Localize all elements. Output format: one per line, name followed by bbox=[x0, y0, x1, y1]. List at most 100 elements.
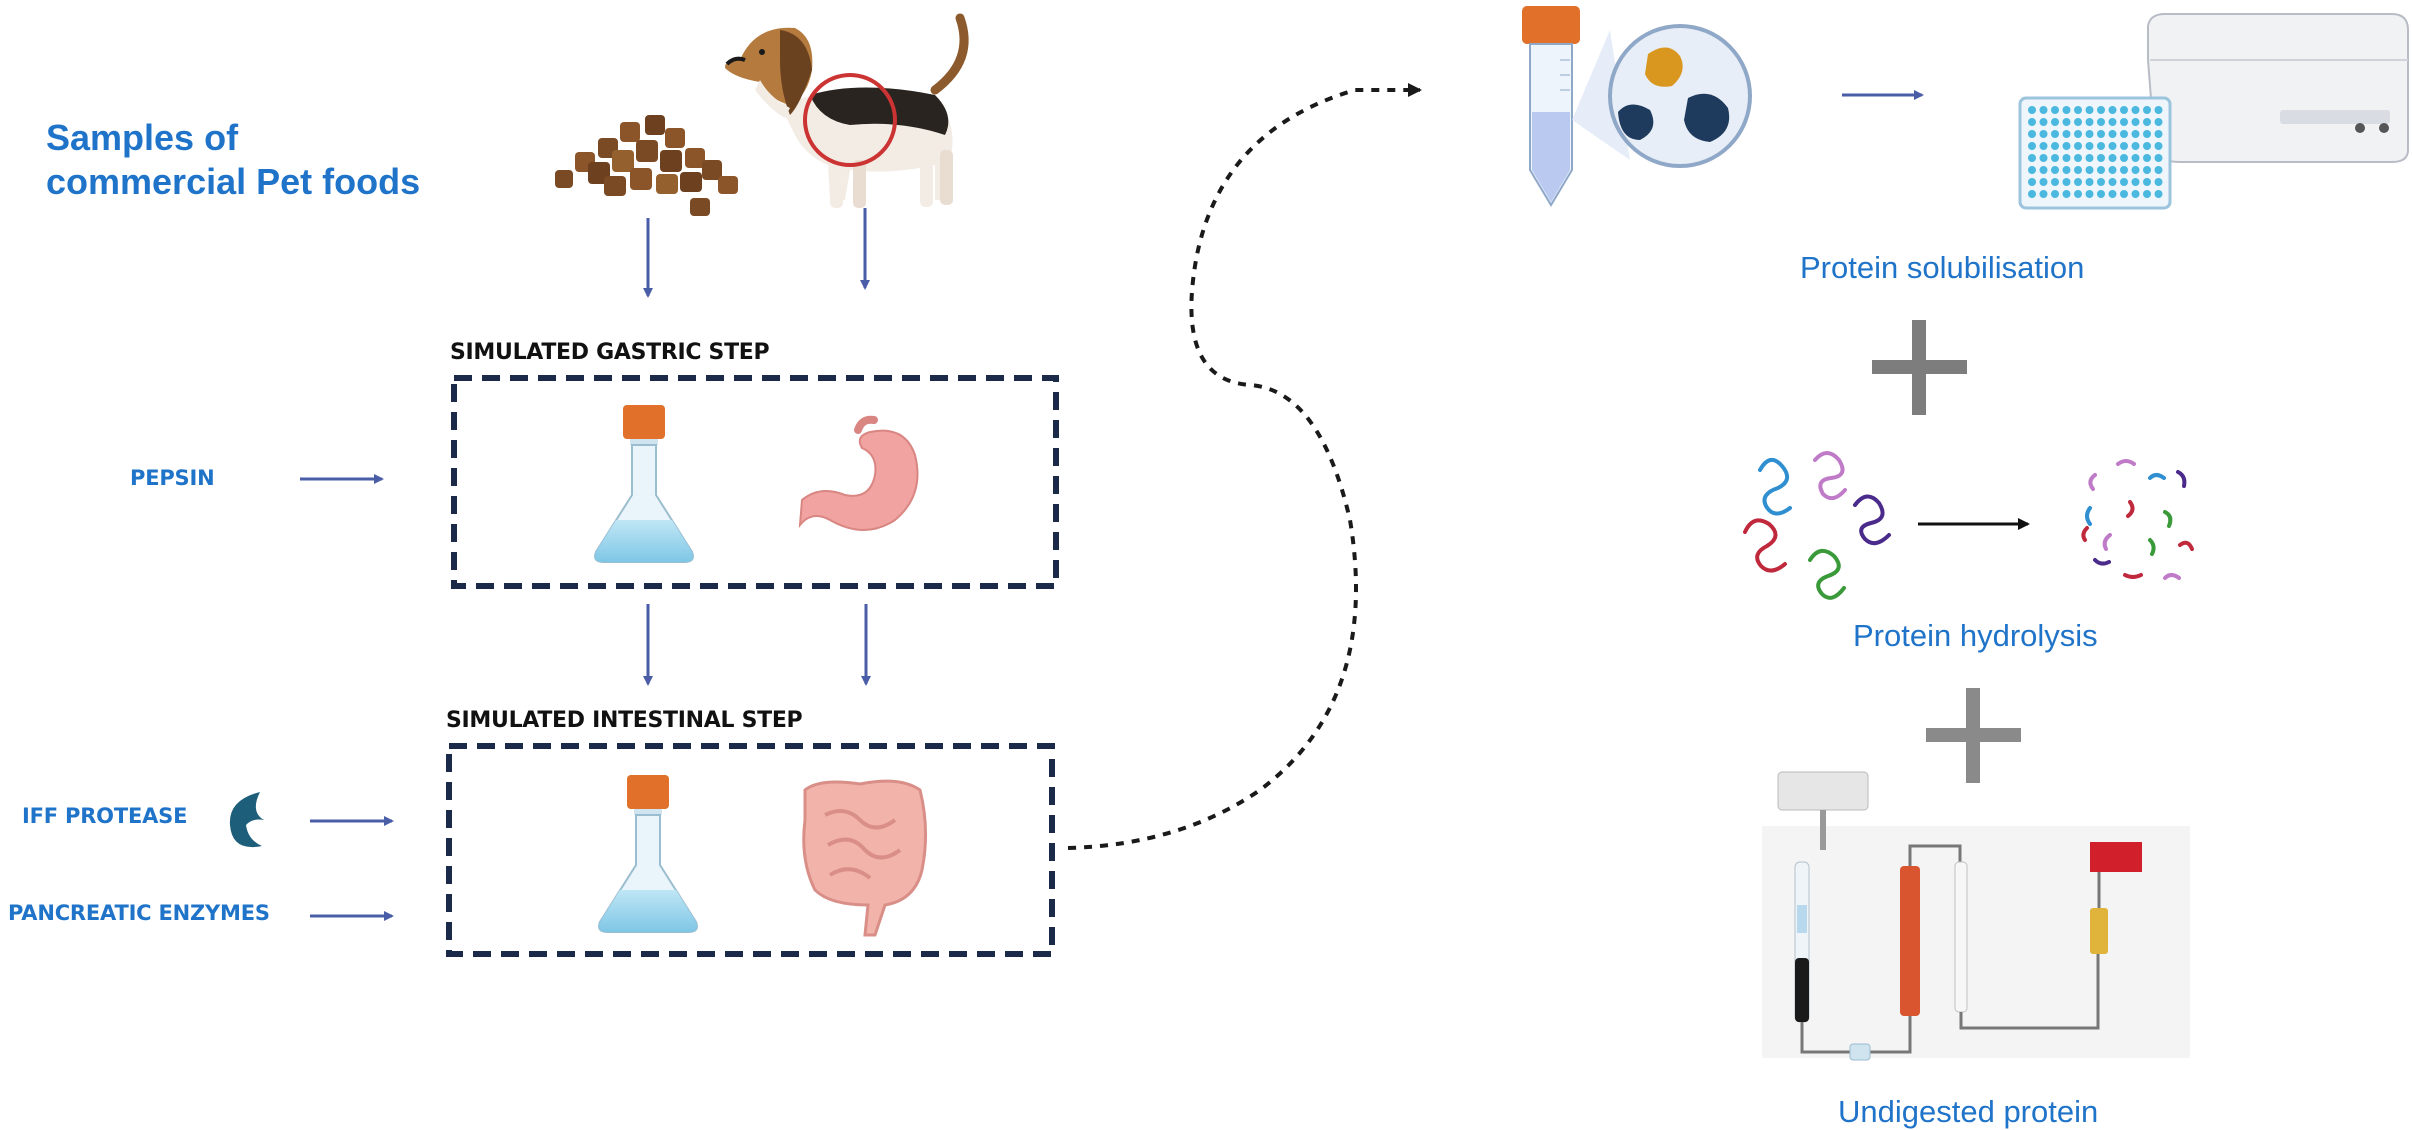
microplate-well bbox=[2143, 154, 2151, 162]
microplate-well bbox=[2039, 130, 2048, 138]
microplate-well bbox=[2097, 130, 2105, 138]
microplate-well bbox=[2097, 178, 2105, 186]
microplate-well bbox=[2051, 190, 2059, 198]
microplate-well bbox=[2108, 166, 2117, 174]
microplate-well bbox=[2120, 178, 2128, 186]
microplate-well bbox=[2143, 142, 2151, 150]
microplate-well bbox=[2074, 178, 2082, 186]
peptide-fragments-icon bbox=[2081, 459, 2194, 580]
microplate-well bbox=[2028, 178, 2036, 186]
microplate-well bbox=[2131, 130, 2140, 138]
microplate-well bbox=[2154, 190, 2163, 198]
title-line-2: commercial Pet foods bbox=[46, 161, 421, 202]
microplate-well bbox=[2143, 118, 2151, 126]
microplate-well bbox=[2120, 190, 2128, 198]
microplate-well bbox=[2074, 142, 2082, 150]
microplate-well bbox=[2097, 118, 2105, 126]
microplate-well bbox=[2062, 142, 2071, 150]
microplate-well bbox=[2097, 190, 2105, 198]
microplate-well bbox=[2120, 154, 2128, 162]
plus-icon bbox=[1926, 688, 2021, 783]
intestinal-step-box bbox=[446, 743, 1055, 957]
microplate-well bbox=[2039, 178, 2048, 186]
microplate-well bbox=[2097, 142, 2105, 150]
microplate-well bbox=[2108, 154, 2117, 162]
microplate-well bbox=[2062, 130, 2071, 138]
microplate-well bbox=[2028, 142, 2036, 150]
microplate-well bbox=[2108, 118, 2117, 126]
microplate-well bbox=[2120, 142, 2128, 150]
microplate-well bbox=[2028, 118, 2036, 126]
microplate-well bbox=[2085, 106, 2094, 114]
microplate-well bbox=[2154, 154, 2163, 162]
plate-reader-icon bbox=[2018, 13, 2409, 210]
microplate-well bbox=[2131, 178, 2140, 186]
microplate-well bbox=[2051, 106, 2059, 114]
microplate-well bbox=[2154, 142, 2163, 150]
microplate-well bbox=[2143, 190, 2151, 198]
flask-icon bbox=[594, 405, 694, 563]
microplate-well bbox=[2085, 178, 2094, 186]
microplate-well bbox=[2051, 166, 2059, 174]
gastric-step-label: SIMULATED GASTRIC STEP bbox=[450, 340, 770, 365]
microplate-well bbox=[2108, 190, 2117, 198]
microplate-well bbox=[2154, 178, 2163, 186]
microplate-well bbox=[2051, 154, 2059, 162]
microplate-well bbox=[2131, 118, 2140, 126]
microplate-well bbox=[2039, 190, 2048, 198]
microplate-well bbox=[2085, 154, 2094, 162]
microplate-well bbox=[2085, 190, 2094, 198]
microplate-well bbox=[2051, 130, 2059, 138]
microplate-well bbox=[2131, 190, 2140, 198]
microplate-well bbox=[2028, 130, 2036, 138]
microplate-well bbox=[2062, 178, 2071, 186]
microplate-well bbox=[2039, 154, 2048, 162]
microplate-well bbox=[2028, 166, 2036, 174]
microplate-well bbox=[2085, 130, 2094, 138]
intestinal-step-label: SIMULATED INTESTINAL STEP bbox=[446, 708, 803, 733]
microplate-well bbox=[2085, 166, 2094, 174]
diagram-title: Samples of commercial Pet foods bbox=[46, 116, 420, 204]
microplate-well bbox=[2108, 106, 2117, 114]
kibble-icon bbox=[555, 115, 738, 216]
microplate-well bbox=[2120, 118, 2128, 126]
pepsin-label: PEPSIN bbox=[130, 466, 215, 490]
microplate-well bbox=[2143, 178, 2151, 186]
microplate-well bbox=[2062, 106, 2071, 114]
microplate-well bbox=[2062, 118, 2071, 126]
hydrolysis-caption: Protein hydrolysis bbox=[1853, 618, 2098, 653]
microplate-wells bbox=[2028, 106, 2163, 198]
flask-icon bbox=[598, 775, 698, 933]
stomach-icon bbox=[798, 415, 919, 531]
dotted-flow-connector bbox=[1067, 83, 1422, 850]
title-line-1: Samples of bbox=[46, 117, 239, 158]
microplate-well bbox=[2074, 106, 2082, 114]
microplate-well bbox=[2051, 118, 2059, 126]
microplate-well bbox=[2131, 154, 2140, 162]
microplate-well bbox=[2143, 106, 2151, 114]
solubilisation-caption: Protein solubilisation bbox=[1800, 250, 2085, 285]
microplate-well bbox=[2074, 154, 2082, 162]
microplate-well bbox=[2039, 142, 2048, 150]
enzyme-icon bbox=[229, 792, 264, 848]
microplate-well bbox=[2051, 178, 2059, 186]
microplate-well bbox=[2108, 130, 2117, 138]
microplate-well bbox=[2143, 130, 2151, 138]
microplate-well bbox=[2154, 166, 2163, 174]
microplate-well bbox=[2131, 106, 2140, 114]
analyzer-icon bbox=[1762, 771, 2190, 1061]
microplate-well bbox=[2085, 142, 2094, 150]
microplate-well bbox=[2154, 106, 2163, 114]
microplate-well bbox=[2097, 106, 2105, 114]
microplate-well bbox=[2062, 166, 2071, 174]
microplate-well bbox=[2028, 190, 2036, 198]
microplate-well bbox=[2097, 166, 2105, 174]
protein-coil-icon bbox=[1743, 451, 1891, 600]
microplate-well bbox=[2108, 178, 2117, 186]
microplate-well bbox=[2039, 118, 2048, 126]
microplate-well bbox=[2028, 106, 2036, 114]
microplate-well bbox=[2074, 166, 2082, 174]
plus-icon bbox=[1872, 320, 1967, 415]
iff-protease-label: IFF PROTEASE bbox=[22, 804, 188, 828]
microplate-well bbox=[2051, 142, 2059, 150]
